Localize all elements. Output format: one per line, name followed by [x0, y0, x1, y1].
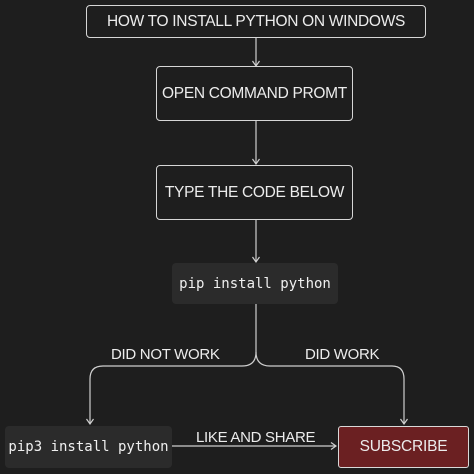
open-command-prompt-text: OPEN COMMAND PROMT — [162, 84, 347, 102]
did-work-label: DID WORK — [305, 346, 380, 363]
pip-install-code-text: pip install python — [179, 275, 331, 292]
type-code-node: TYPE THE CODE BELOW — [156, 165, 353, 220]
like-and-share-label: LIKE AND SHARE — [196, 429, 316, 446]
pip3-install-code-node: pip3 install python — [5, 426, 172, 468]
title-node: HOW TO INSTALL PYTHON ON WINDOWS — [86, 5, 426, 38]
subscribe-button[interactable]: SUBSCRIBE — [338, 426, 469, 468]
pip-install-code-node: pip install python — [172, 263, 338, 304]
branch-success-line — [255, 351, 405, 424]
pip3-install-code-text: pip3 install python — [8, 439, 169, 455]
did-not-work-label: DID NOT WORK — [111, 346, 220, 363]
branch-fail-line — [89, 304, 257, 424]
open-command-prompt-node: OPEN COMMAND PROMT — [156, 66, 353, 121]
subscribe-text: SUBSCRIBE — [359, 438, 448, 455]
type-code-text: TYPE THE CODE BELOW — [164, 183, 345, 201]
title-text: HOW TO INSTALL PYTHON ON WINDOWS — [106, 12, 406, 30]
